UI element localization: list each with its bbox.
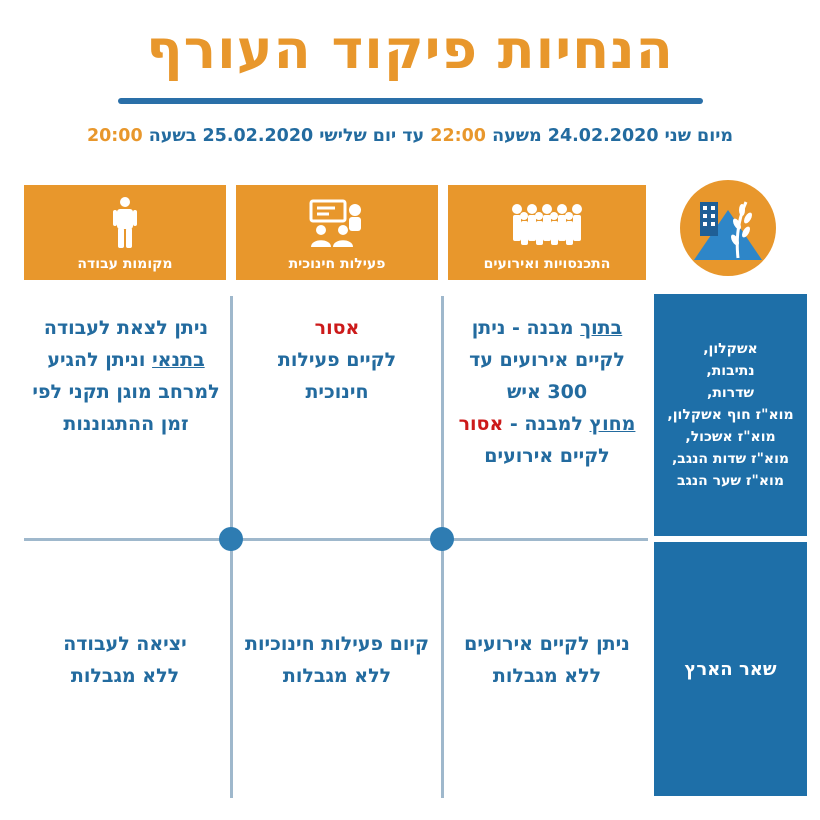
cell-line: למרחב מוגן תקני לפי [32,381,220,403]
classroom-icon [309,199,361,247]
cell-text: מבנה - ניתן [471,317,581,339]
date-range: מיום שני 24.02.2020 משעה 22:00 עד יום של… [0,126,820,146]
cell-events-specific: בתוך מבנה - ניתן לקיים אירועים עד 300 אי… [448,312,646,472]
logo-emblem-icon [694,201,762,260]
region-specific-areas: אשקלון, נתיבות, שדרות, מוא"ז חוף אשקלון,… [654,294,807,536]
cell-line: זמן ההתגוננות [63,413,189,435]
inside-building: בתוך [580,317,623,339]
cell-line: ללא מגבלות [492,665,602,687]
cell-line: לקיים אירועים עד [469,349,625,371]
grid-divider [24,538,648,541]
region-line: נתיבות, [706,363,755,379]
header-education-label: פעילות חינוכית [288,256,386,272]
date-text-start: מיום שני 24.02.2020 משעה [486,126,734,146]
outside-building: מחוץ [589,413,636,435]
region-line: שדרות, [707,385,754,401]
grid-node [430,527,454,551]
region-line: מוא"ז אשכול, [685,429,776,445]
title-underline [118,98,703,104]
page-title: הנחיות פיקוד העורף [146,18,674,81]
cell-education-rest: קיום פעילות חינוכיות ללא מגבלות [234,628,440,692]
grid-node [219,527,243,551]
region-line: אשקלון, [703,341,758,357]
cell-line: חינוכית [305,381,369,403]
crowd-icon [512,204,582,245]
cell-events-rest: ניתן לקיים אירועים ללא מגבלות [448,628,646,692]
cell-text: וניתן להגיע [47,349,153,371]
region-line: מוא"ז חוף אשקלון, [667,407,794,423]
cell-line: ניתן לקיים אירועים [464,633,630,655]
date-text-end: עד יום שלישי 25.02.2020 בשעה [142,126,431,146]
cell-work-specific: ניתן לצאת לעבודה בתנאי וניתן להגיע למרחב… [22,312,230,440]
end-time: 20:00 [86,126,143,146]
header-events: התכנסויות ואירועים [448,185,646,280]
cell-line: בתוך מבנה - ניתן [448,312,646,344]
cell-line: מחוץ למבנה - אסור [448,408,646,440]
region-line: מוא"ז שדות הנגב, [671,451,790,467]
start-time: 22:00 [430,126,486,146]
worker-icon [113,197,137,248]
condition-label: בתנאי [152,349,205,371]
region-rest-of-country: שאר הארץ [654,542,807,796]
header-work: מקומות עבודה [24,185,226,280]
header-events-label: התכנסויות ואירועים [483,256,611,272]
forbidden-label: אסור [314,317,360,339]
cell-line: בתנאי וניתן להגיע [22,344,230,376]
cell-text: למבנה - [503,413,590,435]
header-work-label: מקומות עבודה [77,256,173,272]
cell-line: לקיים פעילות [277,349,397,371]
cell-line: יציאה לעבודה [63,633,187,655]
cell-line: ניתן לצאת לעבודה [43,317,209,339]
cell-line: לקיים אירועים [484,445,610,467]
home-front-command-logo [680,180,776,276]
forbidden-label: אסור [458,413,504,435]
cell-line: ללא מגבלות [282,665,392,687]
cell-work-rest: יציאה לעבודה ללא מגבלות [24,628,226,692]
cell-education-specific: אסור לקיים פעילות חינוכית [236,312,438,408]
cell-line: קיום פעילות חינוכיות [245,633,429,655]
cell-line: 300 איש [506,381,588,403]
cell-line: ללא מגבלות [70,665,180,687]
region-line: מוא"ז שער הנגב [677,473,784,489]
header-education: פעילות חינוכית [236,185,438,280]
